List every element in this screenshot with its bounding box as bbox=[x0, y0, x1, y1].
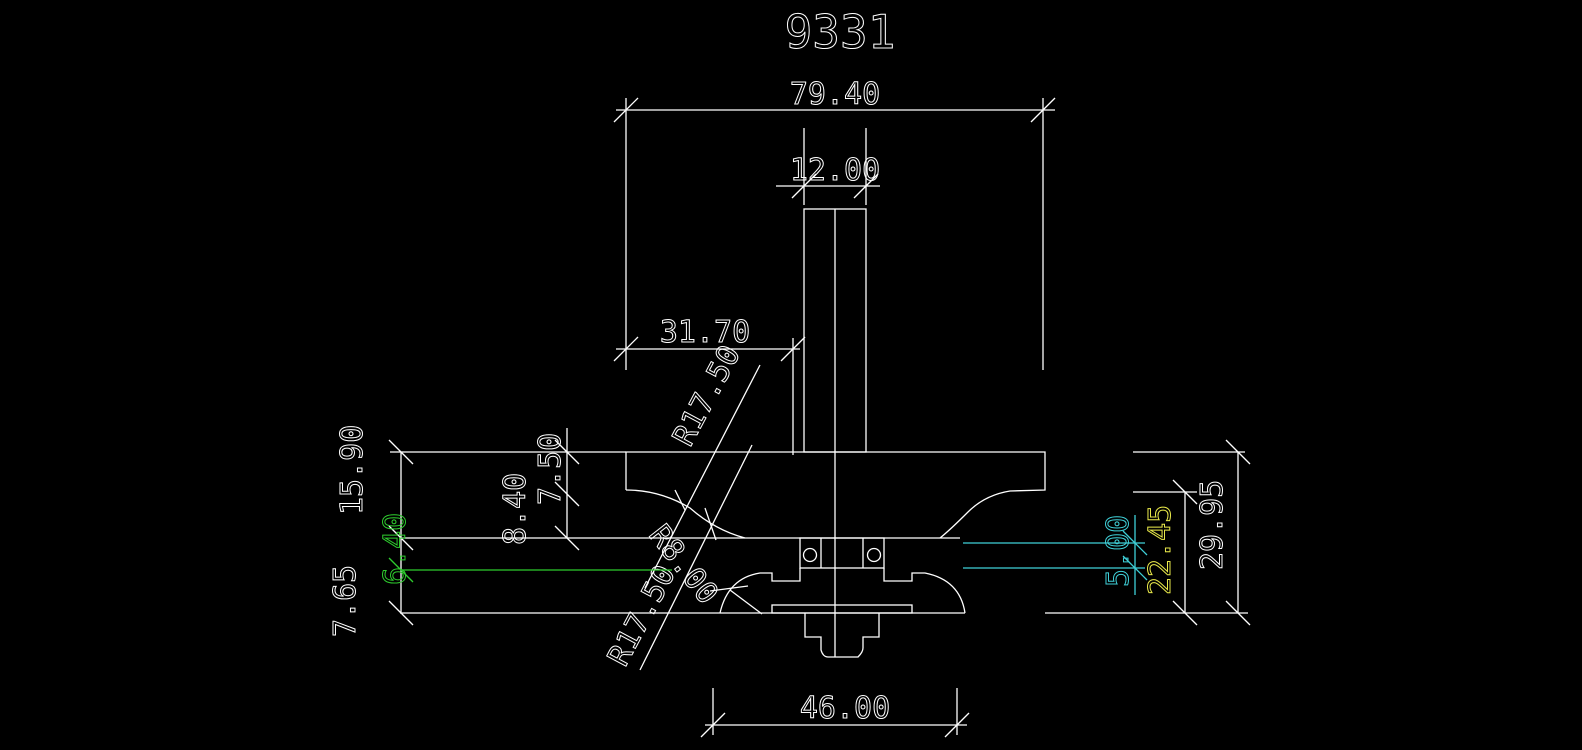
dim-shank-width: 12.00 bbox=[776, 128, 881, 205]
cutter-body bbox=[390, 451, 1046, 658]
svg-text:46.00: 46.00 bbox=[800, 691, 890, 726]
shank bbox=[792, 208, 867, 657]
dim-overall-width: 79.40 bbox=[613, 77, 1056, 370]
dim-left-offset: 31.70 bbox=[613, 315, 806, 362]
svg-text:7.65: 7.65 bbox=[328, 565, 363, 637]
svg-text:5.00: 5.00 bbox=[1101, 515, 1136, 587]
radius-upper-label: R17.50 bbox=[666, 340, 748, 452]
svg-text:6.40: 6.40 bbox=[378, 513, 413, 585]
bearing-ball bbox=[802, 547, 818, 563]
svg-text:29.95: 29.95 bbox=[1195, 480, 1230, 570]
dim-bottom-width: 46.00 bbox=[700, 688, 970, 738]
bearing-ball bbox=[866, 547, 882, 563]
svg-text:8.40: 8.40 bbox=[498, 473, 533, 545]
radius-leaders: R17.50 R8.00 R17.50 bbox=[601, 339, 763, 672]
radius-lower-label: R17.50 bbox=[601, 560, 683, 672]
svg-text:7.50: 7.50 bbox=[533, 433, 568, 505]
svg-text:12.00: 12.00 bbox=[790, 153, 880, 188]
dim-right-heights: 5.00 22.45 29.95 bbox=[963, 439, 1251, 626]
svg-text:79.40: 79.40 bbox=[790, 77, 880, 112]
svg-text:22.45: 22.45 bbox=[1143, 505, 1178, 595]
drawing-title: 9331 bbox=[785, 5, 896, 59]
svg-text:31.70: 31.70 bbox=[660, 315, 750, 350]
dim-left-heights: 15.90 8.40 7.50 6.40 7.65 bbox=[328, 424, 672, 638]
svg-text:15.90: 15.90 bbox=[335, 425, 370, 515]
